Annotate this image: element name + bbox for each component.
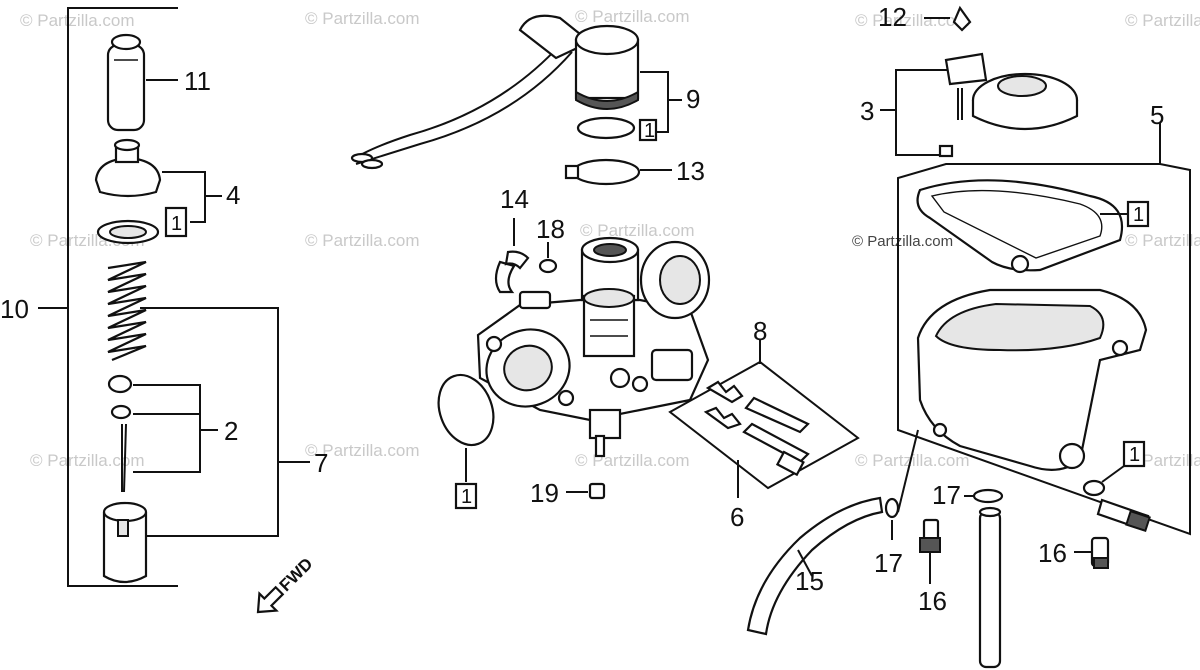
part-14-elbow-hose <box>494 218 530 294</box>
part-3-float-assembly <box>880 52 1079 158</box>
watermark: © Partzilla.com <box>305 441 420 460</box>
drain-screw: 1 <box>1082 440 1151 533</box>
part-4-top-cap <box>94 138 222 245</box>
part-13-clamp <box>564 158 672 186</box>
callout-2: 2 <box>224 416 238 446</box>
boxed-ref-1: 1 <box>644 120 655 142</box>
callout-7: 7 <box>314 448 328 478</box>
part-15-drain-hose <box>746 429 919 636</box>
part-16-screw <box>1074 536 1110 569</box>
callout-12: 12 <box>878 2 907 32</box>
watermark: © Partzilla.com <box>30 451 145 470</box>
watermark: © Partzilla.com <box>855 11 970 30</box>
watermark: © Partzilla.com <box>852 233 953 250</box>
part-12-float-valve <box>924 5 972 32</box>
callout-4: 4 <box>226 180 240 210</box>
watermark: © Partzilla.com <box>1125 231 1200 250</box>
watermark: © Partzilla.com <box>855 451 970 470</box>
part-5-float-chamber-bracket <box>897 122 1191 536</box>
watermark: © Partzilla.com <box>575 7 690 26</box>
part-16-screw <box>919 518 941 584</box>
watermark: © Partzilla.com <box>580 221 695 240</box>
boxed-ref-1: 1 <box>171 213 182 235</box>
boxed-ref-1: 1 <box>461 486 472 508</box>
callout-13: 13 <box>676 156 705 186</box>
callout-11: 11 <box>184 66 211 96</box>
watermark: © Partzilla.com <box>575 451 690 470</box>
watermark: © Partzilla.com <box>305 9 420 28</box>
watermark: © Partzilla.com <box>1125 11 1200 30</box>
callout-17: 17 <box>932 480 961 510</box>
part-8-6-jet-kit <box>668 340 860 498</box>
boxed-ref-1: 1 <box>1129 444 1140 466</box>
carburetor-body <box>476 236 711 458</box>
left-assembly-bracket <box>38 7 310 587</box>
watermark: © Partzilla.com <box>20 11 135 30</box>
callout-10: 10 <box>0 294 29 324</box>
part-17-clip <box>964 488 1004 504</box>
callout-16: 16 <box>1038 538 1067 568</box>
throttle-spring <box>107 260 147 362</box>
callout-17: 17 <box>874 548 903 578</box>
callout-6: 6 <box>730 502 744 532</box>
float-chamber-gasket: 1 <box>916 179 1150 274</box>
callout-9: 9 <box>686 84 700 114</box>
callout-5: 5 <box>1150 100 1164 130</box>
part-17-clip <box>884 497 900 540</box>
part-18-clip <box>538 242 558 274</box>
part-19-screw <box>566 482 606 500</box>
vent-tube <box>978 506 1002 669</box>
throttle-slide <box>102 501 148 584</box>
callout-labels: 11 4 1 10 2 7 9 13 14 18 19 8 6 15 12 3 … <box>0 2 1164 616</box>
fwd-arrow: FWD <box>256 554 317 614</box>
callout-3: 3 <box>860 96 874 126</box>
float-bowl <box>916 288 1148 471</box>
callout-19: 19 <box>530 478 559 508</box>
part-9-starter-solenoid: 1 <box>350 14 682 170</box>
callout-18: 18 <box>536 214 565 244</box>
callout-16: 16 <box>918 586 947 616</box>
part-2-jet-needle <box>107 374 218 493</box>
boxed-ref-1: 1 <box>1133 204 1144 226</box>
fwd-label: FWD <box>276 554 317 595</box>
part-11-tube <box>106 33 178 132</box>
callout-8: 8 <box>753 316 767 346</box>
callout-15: 15 <box>795 566 824 596</box>
intake-o-ring: 1 <box>437 373 495 510</box>
watermark: © Partzilla.com <box>305 231 420 250</box>
callout-14: 14 <box>500 184 529 214</box>
